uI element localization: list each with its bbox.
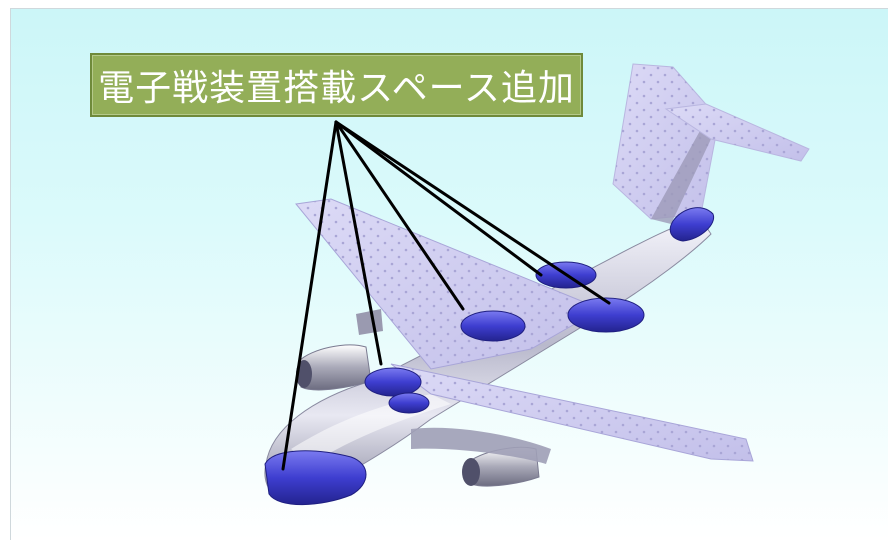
leader-lines [281,120,611,471]
callout-label: 電子戦装置搭載スペース追加 [90,53,583,117]
gear-fairings [411,427,551,464]
vertical-tail [612,63,720,224]
diagram-frame: 電子戦装置搭載スペース追加 [10,8,888,540]
aircraft-illustration [264,63,810,506]
engines [296,309,540,487]
horizontal-stabilizer [664,103,810,162]
main-wing-right [390,363,754,462]
ew-pods [264,207,715,506]
